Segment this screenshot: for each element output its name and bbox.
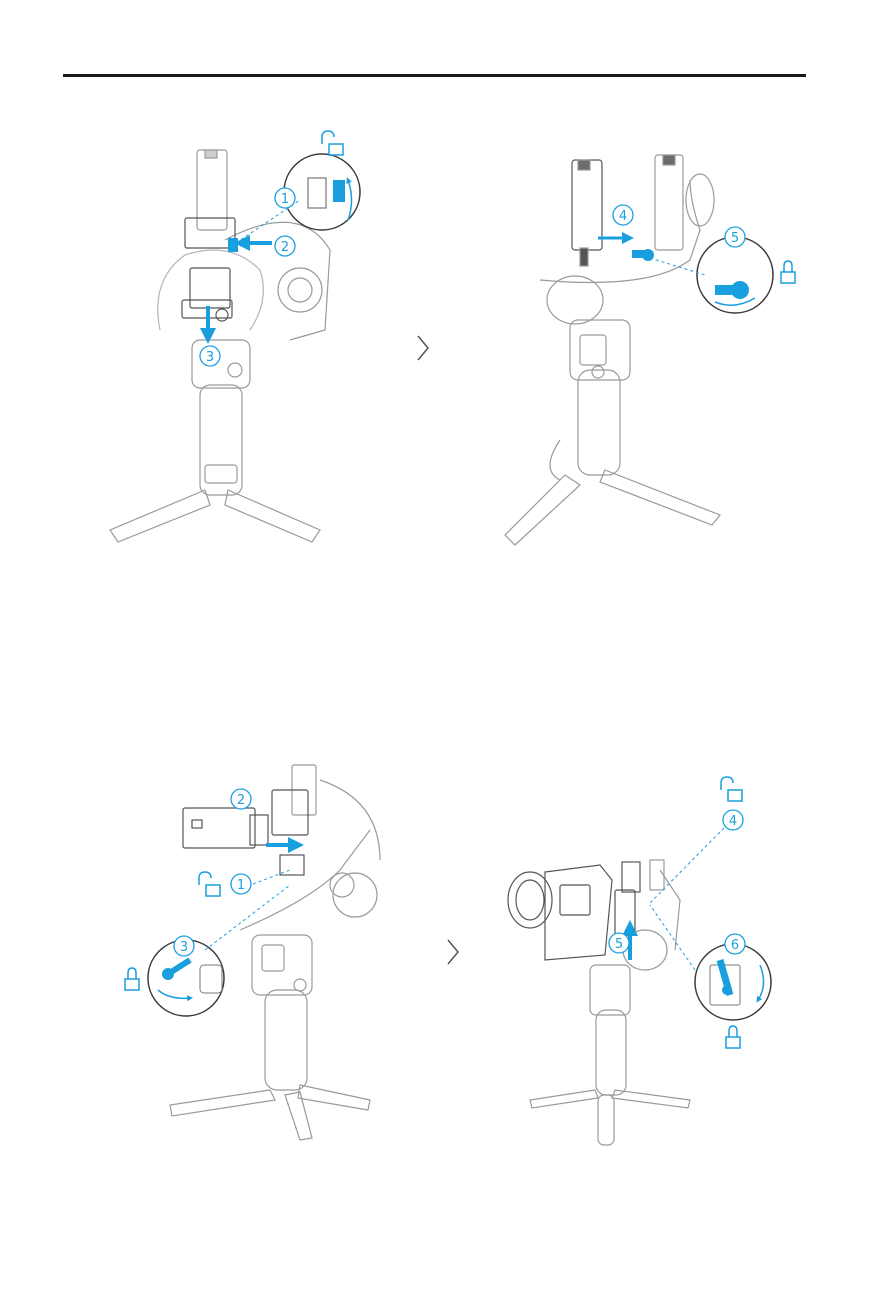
step-number-5: 5 bbox=[609, 933, 629, 953]
step-number-1: 1 bbox=[231, 874, 251, 894]
step-number-2: 2 bbox=[231, 789, 251, 809]
step-number-1: 1 bbox=[275, 188, 295, 208]
lock-icon bbox=[781, 261, 795, 283]
step-number-2: 2 bbox=[275, 236, 295, 256]
lock-icon bbox=[726, 1026, 740, 1048]
svg-text:5: 5 bbox=[615, 937, 623, 952]
detail-callout-top-left bbox=[236, 154, 360, 243]
svg-text:2: 2 bbox=[237, 793, 245, 808]
unlock-icon bbox=[721, 777, 742, 801]
lever-knob bbox=[632, 249, 654, 261]
svg-text:3: 3 bbox=[180, 940, 188, 955]
svg-text:6: 6 bbox=[731, 938, 739, 953]
svg-text:4: 4 bbox=[729, 814, 737, 829]
unlock-icon bbox=[322, 131, 343, 155]
chevron-right-icon bbox=[448, 940, 458, 964]
detail-callout-bottom-left bbox=[148, 885, 290, 1016]
chevron-right-icon bbox=[418, 336, 428, 360]
step-number-5: 5 bbox=[725, 227, 745, 247]
unlock-icon bbox=[199, 872, 220, 896]
svg-text:2: 2 bbox=[281, 240, 289, 255]
step-number-3: 3 bbox=[200, 346, 220, 366]
step-number-4: 4 bbox=[613, 205, 633, 225]
detail-callout-top-right bbox=[650, 237, 773, 313]
svg-text:1: 1 bbox=[281, 192, 289, 207]
step-number-6: 6 bbox=[725, 934, 745, 954]
step-number-4: 4 bbox=[723, 810, 743, 830]
lock-icon bbox=[125, 968, 139, 990]
svg-text:4: 4 bbox=[619, 209, 627, 224]
detail-callout-bottom-right bbox=[650, 905, 771, 1020]
svg-text:1: 1 bbox=[237, 878, 245, 893]
svg-text:5: 5 bbox=[731, 231, 739, 246]
release-button bbox=[228, 238, 238, 252]
svg-text:3: 3 bbox=[206, 350, 214, 365]
step-number-3: 3 bbox=[174, 936, 194, 956]
